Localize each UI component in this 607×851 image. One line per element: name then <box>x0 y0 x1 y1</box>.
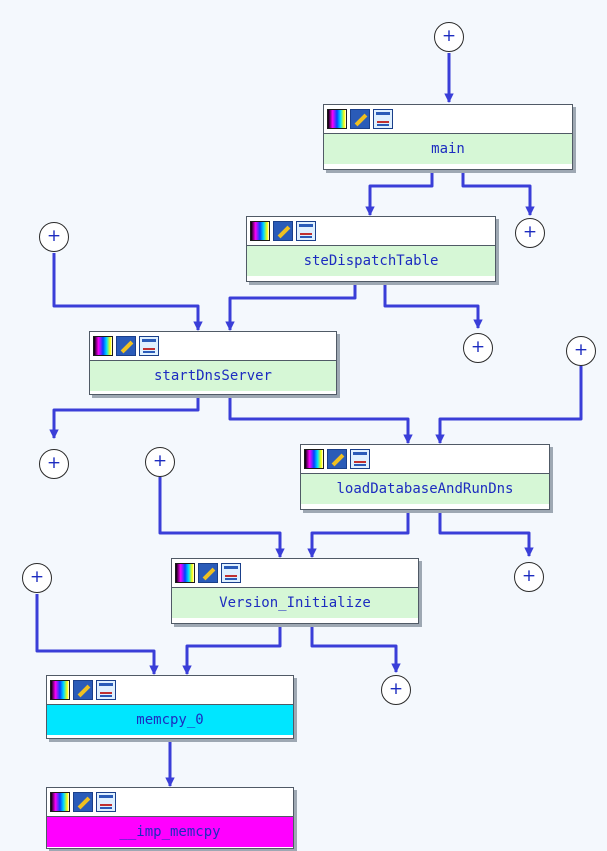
function-node-stedispatchtable[interactable]: steDispatchTable <box>246 216 496 282</box>
node-toolbar <box>90 332 336 361</box>
rename-icon[interactable] <box>73 680 93 700</box>
palette-icon[interactable] <box>50 680 70 700</box>
edge <box>435 366 583 444</box>
graph-icon[interactable] <box>139 336 159 356</box>
expand-button[interactable]: + <box>566 336 596 366</box>
palette-icon[interactable] <box>93 336 113 356</box>
expand-button[interactable]: + <box>514 562 544 592</box>
expand-button[interactable]: + <box>39 449 69 479</box>
node-toolbar <box>172 559 418 588</box>
node-toolbar <box>47 788 293 817</box>
function-node-imp-memcpy[interactable]: __imp_memcpy <box>46 787 294 849</box>
expand-button[interactable]: + <box>145 447 175 477</box>
palette-icon[interactable] <box>50 792 70 812</box>
function-node-loaddatabaseandrundns[interactable]: loadDatabaseAndRunDns <box>300 444 550 510</box>
expand-button[interactable]: + <box>515 218 545 248</box>
node-toolbar <box>324 105 572 134</box>
edge <box>307 508 410 558</box>
rename-icon[interactable] <box>327 449 347 469</box>
edge <box>365 169 434 216</box>
edge <box>228 393 413 444</box>
function-name: memcpy_0 <box>47 705 293 735</box>
palette-icon[interactable] <box>327 109 347 129</box>
rename-icon[interactable] <box>273 221 293 241</box>
function-node-startdnsserver[interactable]: startDnsServer <box>89 331 337 395</box>
function-name: loadDatabaseAndRunDns <box>301 474 549 504</box>
function-name: startDnsServer <box>90 361 336 391</box>
rename-icon[interactable] <box>116 336 136 356</box>
edge <box>52 253 203 331</box>
edge <box>310 622 401 673</box>
function-name: __imp_memcpy <box>47 817 293 847</box>
node-toolbar <box>247 217 495 246</box>
palette-icon[interactable] <box>175 563 195 583</box>
graph-icon[interactable] <box>221 563 241 583</box>
palette-icon[interactable] <box>304 449 324 469</box>
function-node-version-initialize[interactable]: Version_Initialize <box>171 558 419 624</box>
node-toolbar <box>301 445 549 474</box>
edge <box>158 477 285 558</box>
expand-button[interactable]: + <box>434 22 464 52</box>
graph-icon[interactable] <box>96 792 116 812</box>
function-name: steDispatchTable <box>247 246 495 276</box>
expand-button[interactable]: + <box>463 333 493 363</box>
node-toolbar <box>47 676 293 705</box>
function-node-memcpy-0[interactable]: memcpy_0 <box>46 675 294 739</box>
rename-icon[interactable] <box>198 563 218 583</box>
rename-icon[interactable] <box>350 109 370 129</box>
graph-icon[interactable] <box>350 449 370 469</box>
rename-icon[interactable] <box>73 792 93 812</box>
palette-icon[interactable] <box>250 221 270 241</box>
expand-button[interactable]: + <box>381 675 411 705</box>
edge <box>461 169 535 216</box>
graph-icon[interactable] <box>373 109 393 129</box>
expand-button[interactable]: + <box>22 563 52 593</box>
expand-button[interactable]: + <box>39 222 69 252</box>
function-name: Version_Initialize <box>172 588 418 618</box>
edge <box>225 280 357 331</box>
graph-icon[interactable] <box>96 680 116 700</box>
edge <box>438 508 534 557</box>
edge <box>383 280 483 329</box>
edge <box>182 622 282 675</box>
edge <box>49 393 200 439</box>
function-name: main <box>324 134 572 164</box>
graph-icon[interactable] <box>296 221 316 241</box>
edge <box>35 594 159 675</box>
function-node-main[interactable]: main <box>323 104 573 170</box>
